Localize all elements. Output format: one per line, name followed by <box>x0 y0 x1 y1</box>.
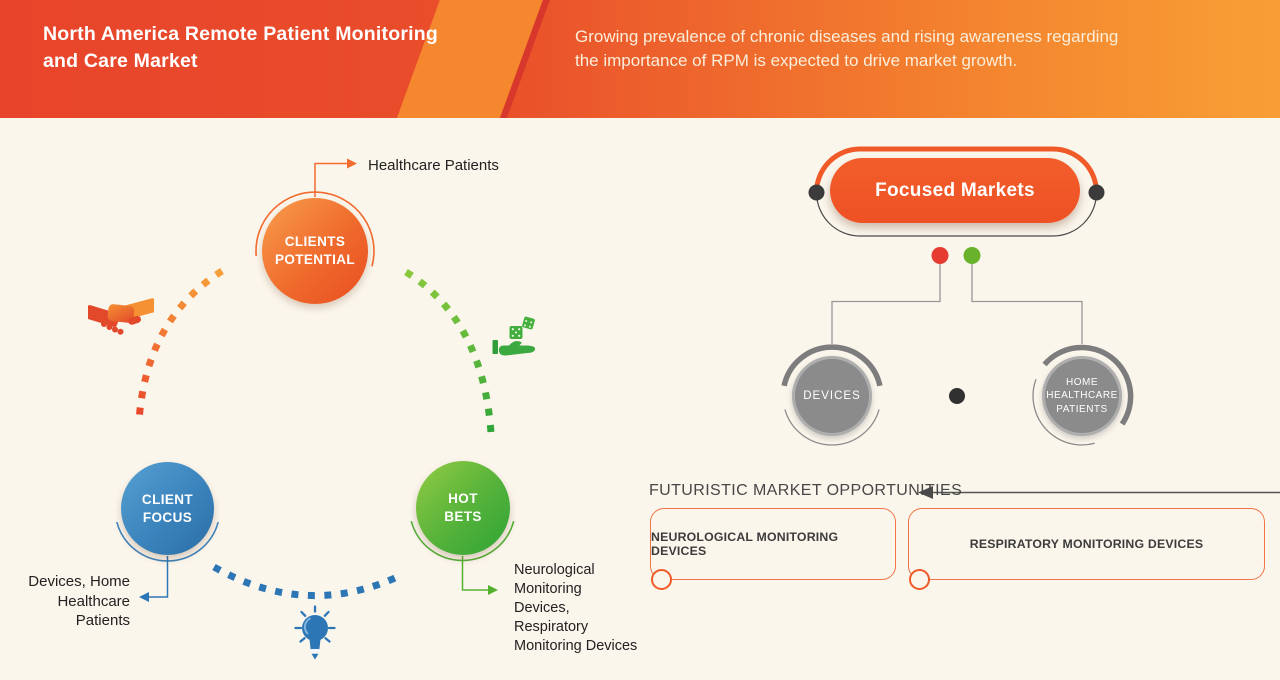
clients-potential-callout-line <box>314 162 348 197</box>
header-description: Growing prevalence of chronic diseases a… <box>575 27 1119 70</box>
home-healthcare-patients-node: HOME HEALTHCARE PATIENTS <box>1042 356 1122 436</box>
opportunity-box-respiratory: RESPIRATORY MONITORING DEVICES <box>908 508 1265 580</box>
header-banner: North America Remote Patient Monitoring … <box>0 0 1280 118</box>
opportunity-label: RESPIRATORY MONITORING DEVICES <box>969 537 1204 551</box>
opportunity-ring-icon <box>651 569 672 590</box>
dice-in-hand-icon <box>492 316 536 356</box>
focused-markets-title: Focused Markets <box>875 179 1035 201</box>
green-dot <box>963 247 981 264</box>
home-connector <box>971 263 1083 344</box>
hot-bets-arrowhead <box>488 585 498 595</box>
focused-markets-pill: Focused Markets <box>830 158 1080 223</box>
hot-bets-callout-line <box>461 556 489 591</box>
client-focus-node: CLIENT FOCUS <box>121 462 214 555</box>
red-dot <box>931 247 949 264</box>
green-dotted-arc <box>404 269 495 434</box>
hot-bets-callout: Neurological Monitoring Devices, Respira… <box>514 562 638 654</box>
clients-potential-arrowhead <box>347 158 357 169</box>
client-focus-callout-line <box>148 556 169 598</box>
clients-potential-callout: Healthcare Patients <box>368 157 499 174</box>
outline-right-dot <box>1088 184 1105 201</box>
opportunities-heading: FUTURISTIC MARKET OPPORTUNITIES <box>649 482 963 499</box>
page-title: North America Remote Patient Monitoring … <box>43 23 438 72</box>
blue-dotted-arc <box>212 563 397 600</box>
opportunity-box-neurological: NEUROLOGICAL MONITORING DEVICES <box>650 508 896 580</box>
hot-bets-node: HOT BETS <box>416 461 510 555</box>
client-focus-callout: Devices, Home Healthcare Patients <box>28 573 130 629</box>
center-black-dot <box>949 388 965 404</box>
handshake-icon <box>88 298 154 335</box>
outline-left-dot <box>808 184 825 201</box>
clients-potential-node: CLIENTS POTENTIAL <box>262 198 368 304</box>
devices-node: DEVICES <box>792 356 872 436</box>
opportunity-ring-icon <box>909 569 930 590</box>
lightbulb-icon <box>294 605 336 660</box>
devices-connector <box>831 263 941 344</box>
opportunity-label: NEUROLOGICAL MONITORING DEVICES <box>651 530 839 558</box>
client-focus-arrowhead <box>139 592 149 602</box>
